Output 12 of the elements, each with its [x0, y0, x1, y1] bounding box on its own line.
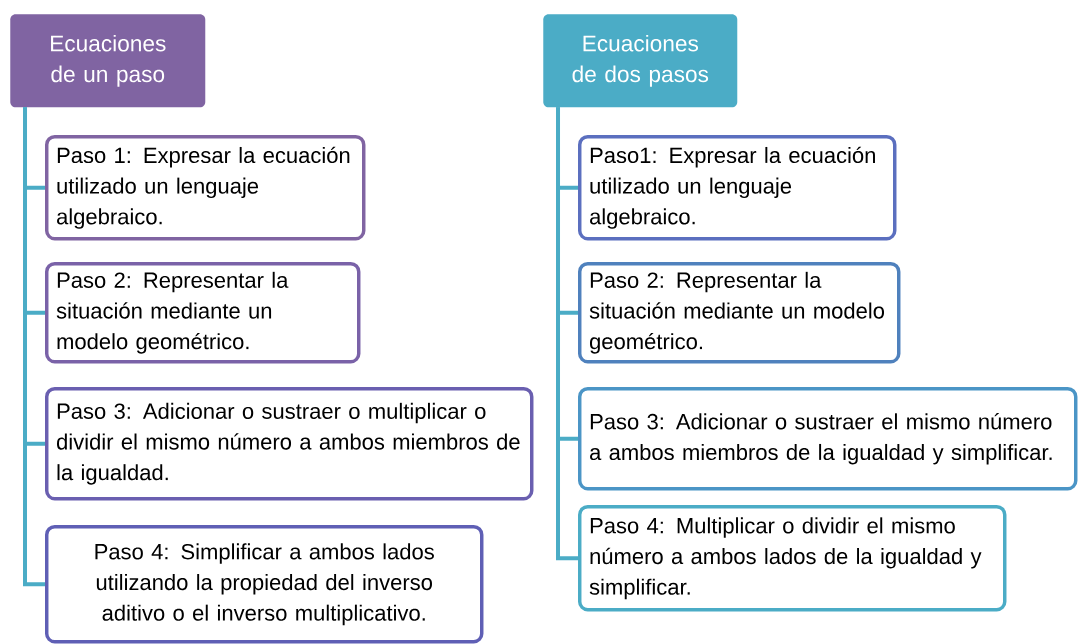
step-box: Paso 3: Adicionar o sustraer o multiplicar o dividir el mismo número a ambos miembros de la igualdad.	[45, 387, 534, 501]
step-box: Paso 2: Representar la situación mediante un modelo geométrico.	[45, 262, 361, 364]
title-box: Ecuaciones de un paso	[10, 14, 206, 108]
step-box: Paso 1: Expresar la ecuación utilizado un lenguaje algebraico.	[45, 135, 366, 241]
step-box: Paso 2: Representar la situación mediante un modelo geométrico.	[578, 262, 901, 364]
connector-line	[23, 107, 45, 587]
title-box: Ecuaciones de dos pasos	[543, 14, 738, 108]
step-box: Paso 3: Adicionar o sustraer el mismo número a ambos miembros de la igualdad y simplificar.	[578, 387, 1078, 491]
connector-line	[556, 107, 578, 561]
step-box: Paso 4: Simplificar a ambos lados utilizando la propiedad del inverso aditivo o el inverso multiplicativo.	[45, 525, 484, 644]
step-box: Paso 4: Multiplicar o dividir el mismo número a ambos lados de la igualdad y simplificar.	[578, 505, 1007, 612]
step-box: Paso1: Expresar la ecuación utilizado un lenguaje algebraico.	[578, 135, 897, 241]
